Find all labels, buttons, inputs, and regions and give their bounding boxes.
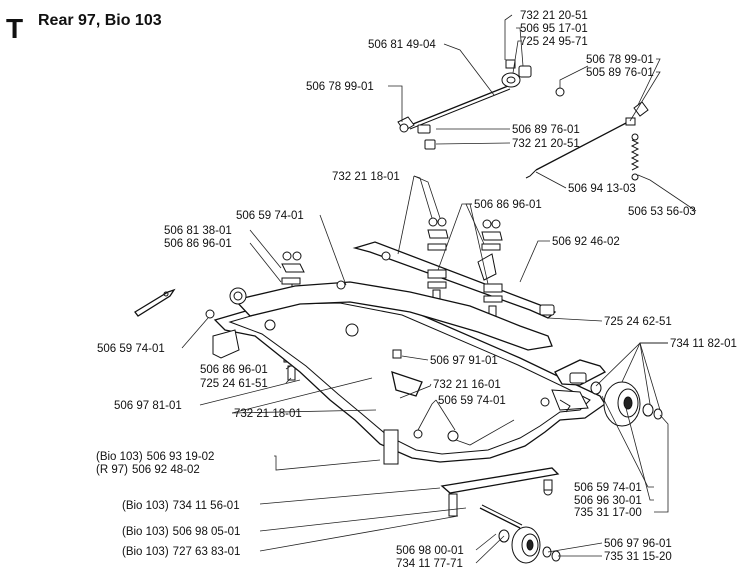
callout-c01: 732 21 20-51: [520, 10, 588, 22]
main-frame: [212, 281, 607, 465]
callout-c34-prefix: (Bio 103): [122, 526, 169, 538]
callout-labels: 732 21 20-51 506 95 17-01 725 24 95-71 5…: [96, 10, 737, 570]
lower-bracket: [413, 429, 560, 517]
callout-c30: 506 59 74-01: [574, 482, 642, 494]
rear-wheel-lower: [479, 504, 561, 564]
callout-c09: 732 21 20-51: [512, 138, 580, 150]
callout-c39: 734 11 77-71: [396, 558, 463, 570]
callout-c31: 506 96 30-01: [574, 495, 642, 507]
callout-c34: (Bio 103) 506 98 05-01: [122, 526, 240, 538]
left-strap: [134, 288, 176, 317]
callout-c28-number: 506 93 19-02: [147, 451, 215, 463]
section-letter: T: [6, 13, 23, 44]
callout-c16: 506 86 96-01: [164, 238, 232, 250]
callout-c29-number: 506 92 48-02: [132, 464, 200, 476]
callout-c26: 506 59 74-01: [438, 395, 506, 407]
callout-c04: 506 81 49-04: [368, 39, 436, 51]
callout-c24: 506 97 81-01: [114, 400, 182, 412]
callout-c29: (R 97) 506 92 48-02: [96, 464, 200, 476]
callout-c28-prefix: (Bio 103): [96, 451, 143, 463]
callout-c11: 506 53 56-03: [628, 206, 696, 218]
callout-c07: 506 78 99-01: [306, 81, 374, 93]
callout-c14: 506 86 96-01: [474, 199, 542, 211]
callout-c03: 725 24 95-71: [520, 36, 588, 48]
right-rod-spring-assembly: [525, 101, 649, 181]
callout-c36-prefix: (Bio 103): [122, 546, 169, 558]
callout-c05: 506 78 99-01: [586, 54, 654, 66]
exploded-drawing: [134, 14, 697, 564]
callout-c37: 506 98 00-01: [396, 545, 464, 557]
callout-c32-number: 734 11 56-01: [173, 500, 240, 512]
callout-c27: 732 21 18-01: [234, 408, 302, 420]
callout-c19: 506 59 74-01: [97, 343, 165, 355]
callout-c22: 725 24 61-51: [200, 378, 268, 390]
callout-c29-prefix: (R 97): [96, 464, 128, 476]
callout-c38: 735 31 15-20: [604, 551, 672, 563]
rear-wheel-right: [590, 381, 663, 427]
leader-lines: [181, 14, 697, 564]
callout-c02: 506 95 17-01: [520, 23, 588, 35]
callout-c23: 506 97 91-01: [430, 355, 498, 367]
callout-c15: 506 81 38-01: [164, 225, 232, 237]
section-title: Rear 97, Bio 103: [38, 12, 162, 29]
callout-c18: 725 24 62-51: [604, 316, 672, 328]
callout-c34-number: 506 98 05-01: [173, 526, 241, 538]
upper-rod-assembly: [397, 59, 565, 150]
callout-c33: 735 31 17-00: [574, 507, 642, 519]
callout-c25: 732 21 16-01: [433, 379, 501, 391]
callout-c21: 506 86 96-01: [200, 364, 268, 376]
callout-c06: 505 89 76-01: [586, 67, 654, 79]
callout-c08: 506 89 76-01: [512, 124, 580, 136]
misc-bolts: [205, 280, 550, 407]
callout-c17: 506 92 46-02: [552, 236, 620, 248]
callout-c12: 732 21 18-01: [332, 171, 400, 183]
callout-c32-prefix: (Bio 103): [122, 500, 169, 512]
callout-c20: 734 11 82-01: [670, 338, 737, 350]
callout-c28: (Bio 103) 506 93 19-02: [96, 451, 214, 463]
callout-c36-number: 727 63 83-01: [173, 546, 241, 558]
callout-c32: (Bio 103) 734 11 56-01: [122, 500, 240, 512]
callout-c36: (Bio 103) 727 63 83-01: [122, 546, 240, 558]
callout-c10: 506 94 13-03: [568, 183, 636, 195]
callout-c35: 506 97 96-01: [604, 538, 672, 550]
callout-c13: 506 59 74-01: [236, 210, 304, 222]
